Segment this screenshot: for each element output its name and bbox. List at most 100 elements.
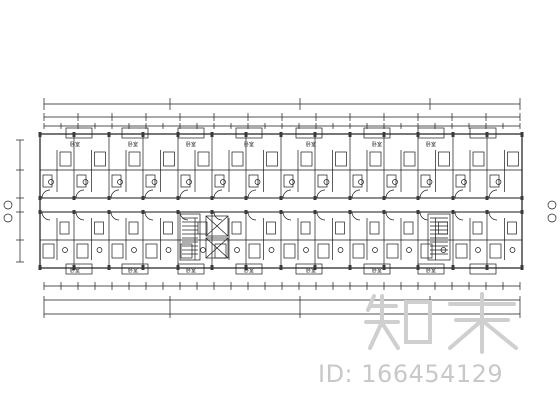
bath-fixture — [369, 221, 380, 235]
stair-core-left — [179, 213, 201, 261]
toilet-symbol — [337, 247, 344, 253]
door-swing — [213, 189, 223, 199]
bed-symbol — [266, 151, 278, 167]
bed-symbol — [197, 151, 210, 167]
column-fill — [520, 210, 524, 214]
bath-fixture — [317, 174, 328, 188]
toilet-symbol — [475, 247, 481, 253]
door-swing — [179, 211, 189, 221]
balcony — [235, 263, 263, 275]
door-swing — [110, 189, 120, 199]
door-swing — [144, 211, 154, 221]
column-fill — [141, 210, 145, 214]
bed-symbol — [42, 243, 55, 259]
toilet-symbol — [392, 179, 398, 185]
column-fill — [176, 132, 180, 137]
room-label: 卧室 — [372, 267, 382, 274]
elevator-cross — [205, 237, 229, 259]
balcony — [469, 263, 497, 275]
bed-symbol — [283, 243, 296, 259]
column-fill — [416, 210, 420, 214]
bed-symbol — [76, 243, 89, 259]
door-swing — [247, 211, 257, 221]
balcony — [65, 263, 93, 275]
bed-symbol — [231, 151, 244, 167]
bath-fixture — [507, 221, 517, 235]
toilet-symbol — [303, 247, 309, 253]
column-fill — [451, 196, 455, 200]
bath-fixture — [386, 174, 397, 188]
column-fill — [451, 265, 455, 270]
bed-symbol — [128, 151, 141, 167]
door-swing — [488, 189, 498, 199]
bath-fixture — [300, 221, 311, 235]
toilet-symbol — [268, 247, 275, 253]
toilet-symbol — [82, 179, 89, 185]
room-label: 卧室 — [186, 141, 196, 148]
column-fill — [244, 265, 248, 270]
toilet-symbol — [289, 179, 295, 185]
toilet-symbol — [131, 247, 137, 253]
balcony — [363, 127, 391, 139]
door-swing — [419, 211, 429, 221]
bath-fixture — [145, 174, 156, 188]
door-swing — [351, 211, 361, 221]
column-fill — [451, 210, 455, 214]
column-fill — [485, 265, 489, 270]
balcony — [121, 263, 149, 275]
column-fill — [107, 132, 111, 137]
elevator-shaft — [205, 237, 229, 259]
door-swing — [110, 211, 120, 221]
column-fill — [348, 265, 352, 270]
bath-fixture — [59, 221, 70, 235]
bed-symbol — [335, 151, 347, 167]
door-swing — [75, 211, 85, 221]
bed-symbol — [111, 243, 124, 259]
column-fill — [451, 132, 455, 137]
bath-fixture — [111, 174, 122, 188]
bed-symbol — [145, 243, 158, 259]
bath-fixture — [352, 174, 363, 188]
balcony — [235, 127, 263, 139]
column-fill — [176, 265, 180, 270]
bath-fixture — [335, 221, 345, 235]
column-fill — [313, 210, 317, 214]
grid-axis-bubble — [547, 213, 557, 223]
bath-fixture — [420, 174, 431, 188]
column-fill — [141, 196, 145, 200]
balcony — [363, 263, 391, 275]
bath-fixture — [128, 221, 139, 235]
column-fill — [520, 265, 524, 270]
toilet-symbol — [220, 179, 226, 185]
column-fill — [348, 196, 352, 200]
door-swing — [351, 189, 361, 199]
door-swing — [179, 189, 189, 199]
column-fill — [38, 210, 42, 214]
balcony — [469, 127, 497, 139]
column-fill — [72, 132, 76, 137]
room-label: 卧室 — [244, 267, 254, 274]
bed-symbol — [489, 243, 502, 259]
grid-axis-bubble — [3, 200, 13, 210]
bath-fixture — [197, 221, 208, 235]
bath-fixture — [266, 221, 276, 235]
column-fill — [313, 196, 317, 200]
room-label: 卧室 — [70, 267, 80, 274]
toilet-symbol — [495, 179, 502, 185]
room-label: 卧室 — [128, 267, 138, 274]
toilet-symbol — [151, 179, 158, 185]
room-label: 卧室 — [306, 267, 316, 274]
column-fill — [72, 196, 76, 200]
toilet-symbol — [461, 179, 467, 185]
elevator-cross — [205, 215, 229, 237]
door-swing — [316, 189, 326, 199]
bed-symbol — [300, 151, 313, 167]
toilet-symbol — [48, 179, 54, 185]
column-fill — [382, 210, 386, 214]
column-fill — [520, 132, 524, 137]
door-swing — [75, 189, 85, 199]
column-fill — [38, 265, 42, 270]
column-fill — [38, 196, 42, 200]
stair-core-right — [427, 213, 451, 261]
